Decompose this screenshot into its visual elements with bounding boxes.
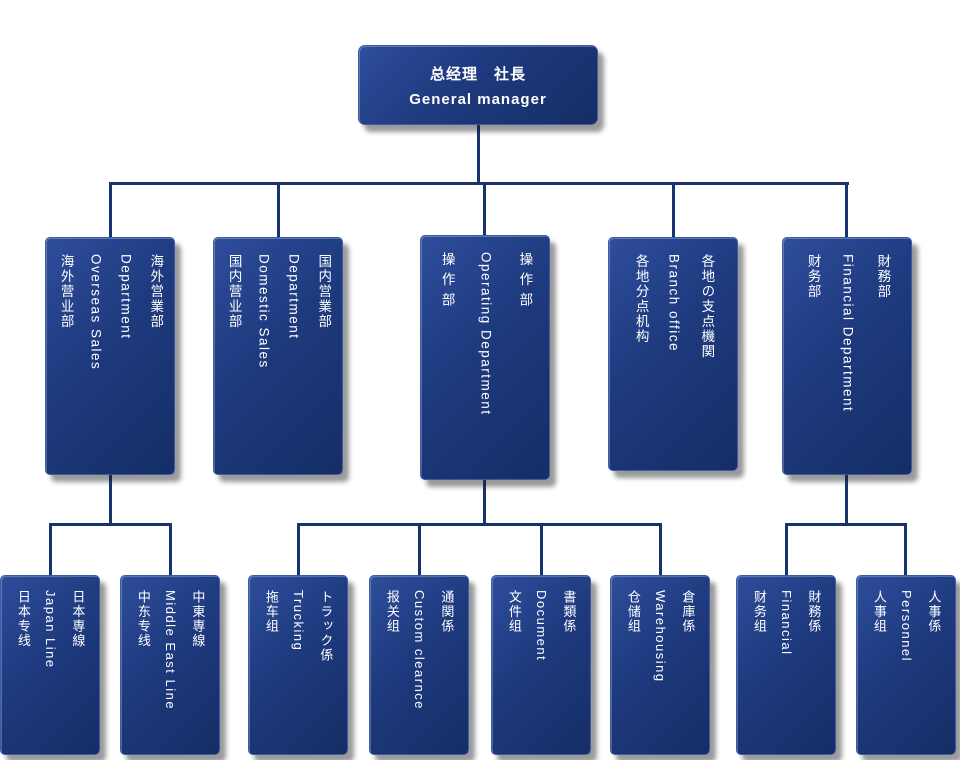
node-line: Personnel [899, 590, 915, 663]
node-line: 日本専線 [70, 590, 86, 648]
node-line: Custom clearnce [412, 590, 428, 711]
node-warehousing: 仓储组 Warehousing 倉庫係 [610, 575, 710, 755]
node-line: 各地分点机构 [633, 254, 649, 344]
node-line: 通関係 [439, 590, 455, 634]
node-line: 日本专线 [15, 590, 31, 648]
connector-document-down [540, 523, 543, 575]
node-customs-clearance: 报关组 Custom clearnce 通関係 [369, 575, 469, 755]
node-line: Warehousing [653, 590, 669, 683]
node-line: 国内営業部 [316, 254, 332, 329]
connector-customs-down [418, 523, 421, 575]
connector-overseas-down [109, 182, 112, 237]
connector-personnel-down [904, 523, 907, 575]
node-line: Overseas Sales [88, 254, 104, 371]
node-line: 書類係 [561, 590, 577, 634]
node-line: Department [118, 254, 134, 340]
node-financial-department: 财务部 Financial Department 財務部 [782, 237, 912, 475]
node-line: Domestic Sales [256, 254, 272, 369]
connector-financial-down [845, 182, 848, 237]
node-line: トラック係 [318, 590, 334, 663]
node-line: 財務部 [875, 254, 891, 299]
node-general-manager: 总经理 社長 General manager [358, 45, 598, 125]
node-line: Financial [779, 590, 795, 656]
node-line: 各地の支点機関 [699, 254, 715, 359]
connector-middle-east-down [169, 523, 172, 575]
node-overseas-sales-department: 海外营业部 Overseas Sales Department 海外営業部 [45, 237, 175, 475]
connector-operating-horizontal [297, 523, 662, 526]
node-japan-line: 日本专线 Japan Line 日本専線 [0, 575, 100, 755]
node-line: Trucking [291, 590, 307, 652]
node-title-en: General manager [409, 90, 547, 108]
connector-operating-down [483, 182, 486, 237]
node-line: Operating Department [478, 252, 494, 416]
connector-root-down [477, 125, 480, 185]
node-line: 倉庫係 [680, 590, 696, 634]
node-title-cjk: 总经理 社長 [429, 65, 526, 83]
node-line: Japan Line [43, 590, 59, 669]
node-financial-team: 财务组 Financial 財務係 [736, 575, 836, 755]
node-line: 操 作 部 [439, 252, 455, 308]
node-line: 财务部 [805, 254, 821, 299]
node-line: 国内营业部 [226, 254, 242, 329]
connector-overseas-stem [109, 475, 112, 523]
connector-japan-line-down [49, 523, 52, 575]
node-line: 人事係 [926, 590, 942, 634]
connector-warehousing-down [659, 523, 662, 575]
node-branch-office: 各地分点机构 Branch office 各地の支点機関 [608, 237, 738, 471]
node-personnel: 人事组 Personnel 人事係 [856, 575, 956, 755]
node-line: 仓储组 [625, 590, 641, 634]
node-line: Branch office [666, 254, 682, 353]
node-line: Department [286, 254, 302, 340]
connector-financial-team-down [785, 523, 788, 575]
connector-branch-down [672, 182, 675, 237]
connector-domestic-down [277, 182, 280, 237]
connector-overseas-horizontal [49, 523, 172, 526]
connector-level2-horizontal [109, 182, 849, 185]
node-line: Financial Department [840, 254, 856, 413]
connector-operating-stem [483, 480, 486, 523]
connector-financial-horizontal [785, 523, 907, 526]
node-document: 文件组 Document 書類係 [491, 575, 591, 755]
node-line: Document [534, 590, 550, 662]
node-operating-department: 操 作 部 Operating Department 操 作 部 [420, 235, 550, 480]
connector-financial-stem [845, 475, 848, 523]
node-line: 人事组 [871, 590, 887, 634]
node-line: 文件组 [506, 590, 522, 634]
node-line: 操 作 部 [517, 252, 533, 308]
node-trucking: 拖车组 Trucking トラック係 [248, 575, 348, 755]
node-domestic-sales-department: 国内营业部 Domestic Sales Department 国内営業部 [213, 237, 343, 475]
node-line: Middle East Line [163, 590, 179, 711]
node-line: 中东专线 [135, 590, 151, 648]
node-line: 财务组 [751, 590, 767, 634]
node-line: 中東専線 [190, 590, 206, 648]
node-line: 报关组 [384, 590, 400, 634]
connector-trucking-down [297, 523, 300, 575]
node-line: 拖车组 [263, 590, 279, 634]
node-middle-east-line: 中东专线 Middle East Line 中東専線 [120, 575, 220, 755]
node-line: 海外営業部 [148, 254, 164, 329]
node-line: 財務係 [806, 590, 822, 634]
node-line: 海外营业部 [58, 254, 74, 329]
